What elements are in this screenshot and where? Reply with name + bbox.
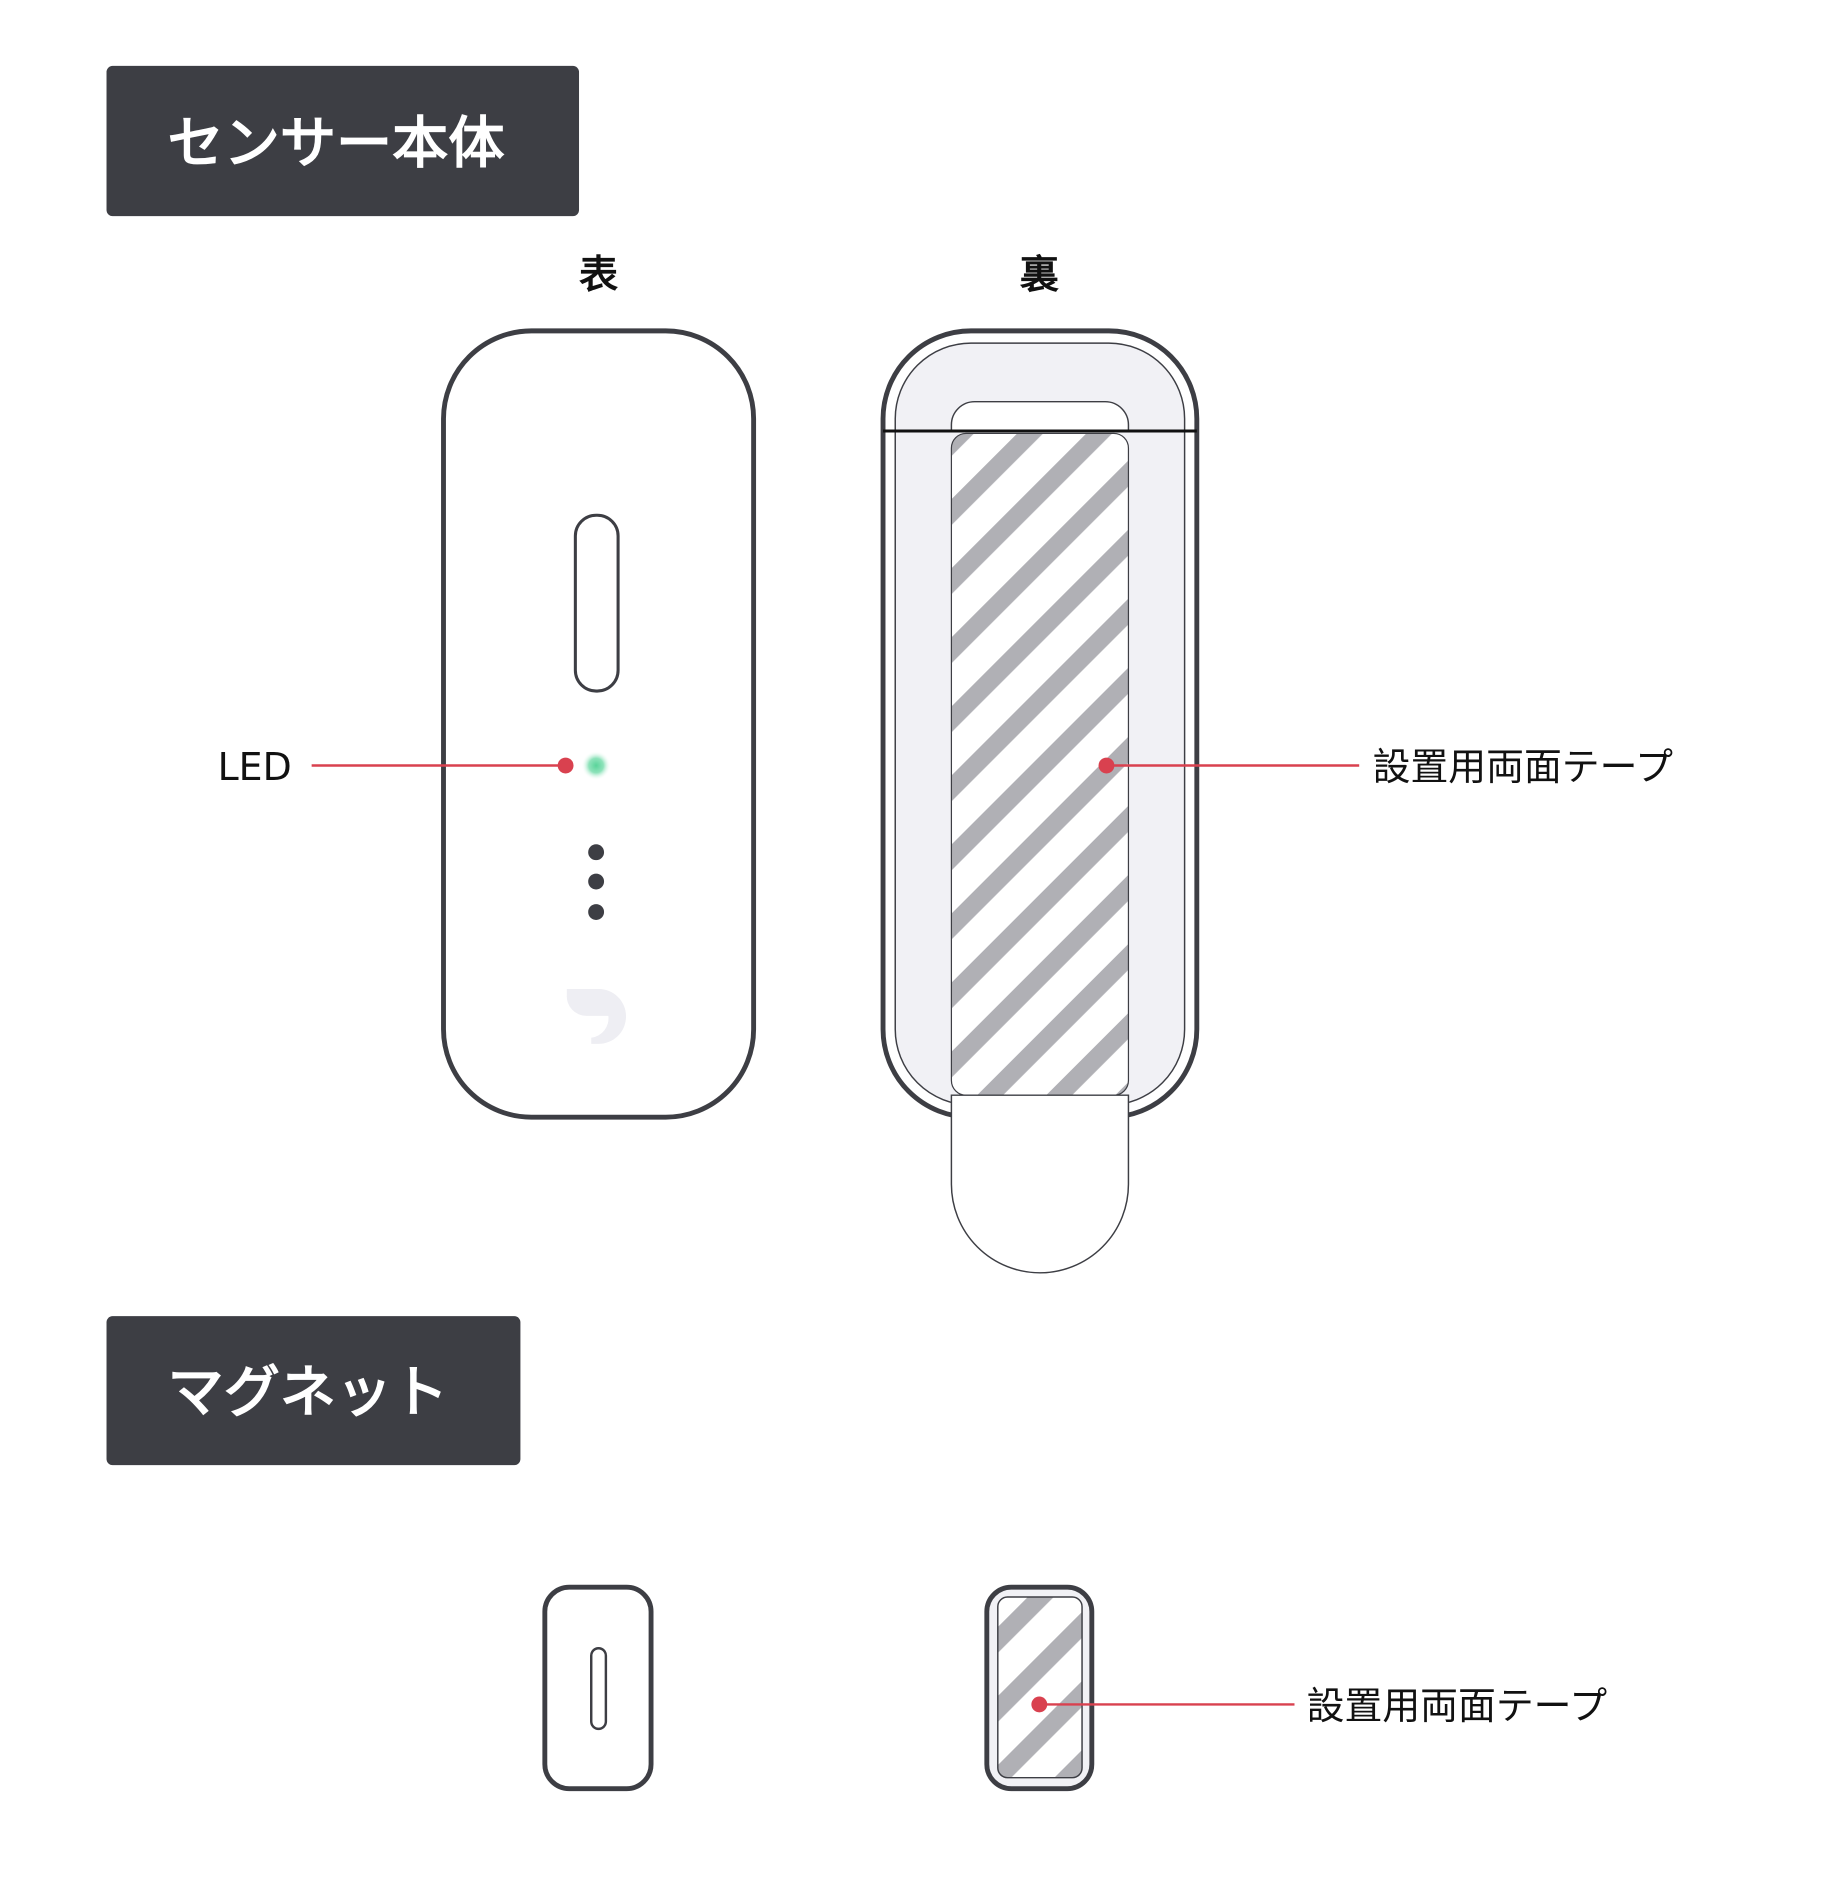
sensor-tape-label: 設置用両面テープ: [1373, 745, 1674, 789]
magnet-front: [542, 1584, 654, 1792]
sensor-back: [880, 328, 1200, 1274]
sensor-slot: [573, 513, 620, 693]
magnet-back: [984, 1584, 1095, 1792]
magnet-mounting-tape: [997, 1596, 1083, 1779]
magnet-section-title: マグネット: [168, 1360, 449, 1425]
led-label: LED: [218, 745, 292, 789]
sensor-section-header: センサー本体: [106, 65, 580, 217]
sensor-tape-callout: 設置用両面テープ: [1098, 745, 1674, 789]
magnet-section-header: マグネット: [106, 1316, 521, 1466]
tape-pull-tab: [950, 1094, 1130, 1274]
indicator-dot: [588, 844, 605, 861]
magnet-tape-label: 設置用両面テープ: [1307, 1684, 1608, 1728]
led-light: [581, 750, 611, 781]
indicator-dot: [588, 904, 605, 920]
indicator-dot: [588, 873, 605, 890]
magnet-tape-callout: 設置用両面テープ: [1031, 1684, 1607, 1728]
sensor-section-title: センサー本体: [168, 111, 506, 176]
logo-icon: [566, 988, 627, 1044]
sensor-front: [441, 328, 757, 1120]
back-label: 裏: [1020, 253, 1060, 298]
front-label: 表: [579, 253, 618, 298]
led-callout: LED: [218, 745, 574, 789]
